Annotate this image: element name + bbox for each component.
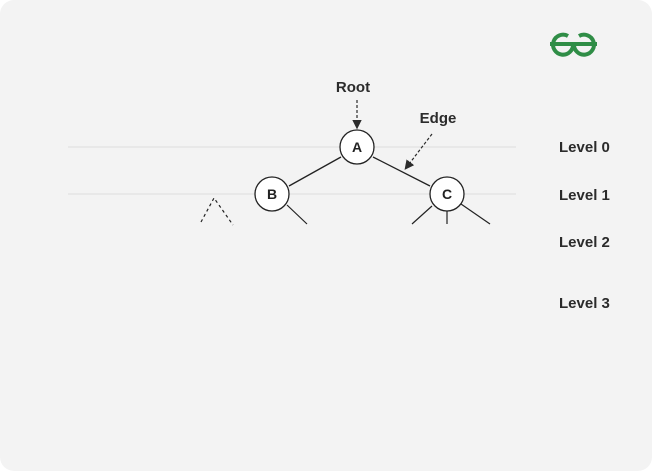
level-0-label: Level 0 bbox=[559, 139, 610, 156]
node-a: A bbox=[339, 129, 375, 165]
edge-a-b bbox=[288, 156, 342, 187]
edge-b-right-child bbox=[286, 204, 308, 225]
dashed-fragment bbox=[200, 196, 234, 226]
geeksforgeeks-logo bbox=[550, 32, 597, 57]
level-1-label: Level 1 bbox=[559, 187, 610, 204]
edge-a-c bbox=[372, 156, 431, 187]
node-b-label: B bbox=[267, 186, 277, 202]
root-label: Root bbox=[336, 79, 370, 96]
edge-arrow bbox=[404, 133, 433, 170]
level-2-label: Level 2 bbox=[559, 234, 610, 251]
edge-c-right-child bbox=[460, 203, 491, 225]
node-c: C bbox=[429, 176, 465, 212]
edge-label: Edge bbox=[420, 110, 457, 127]
node-b: B bbox=[254, 176, 290, 212]
node-a-label: A bbox=[352, 139, 362, 155]
level-3-label: Level 3 bbox=[559, 295, 610, 312]
edge-c-left-child bbox=[411, 205, 433, 225]
node-c-label: C bbox=[442, 186, 452, 202]
